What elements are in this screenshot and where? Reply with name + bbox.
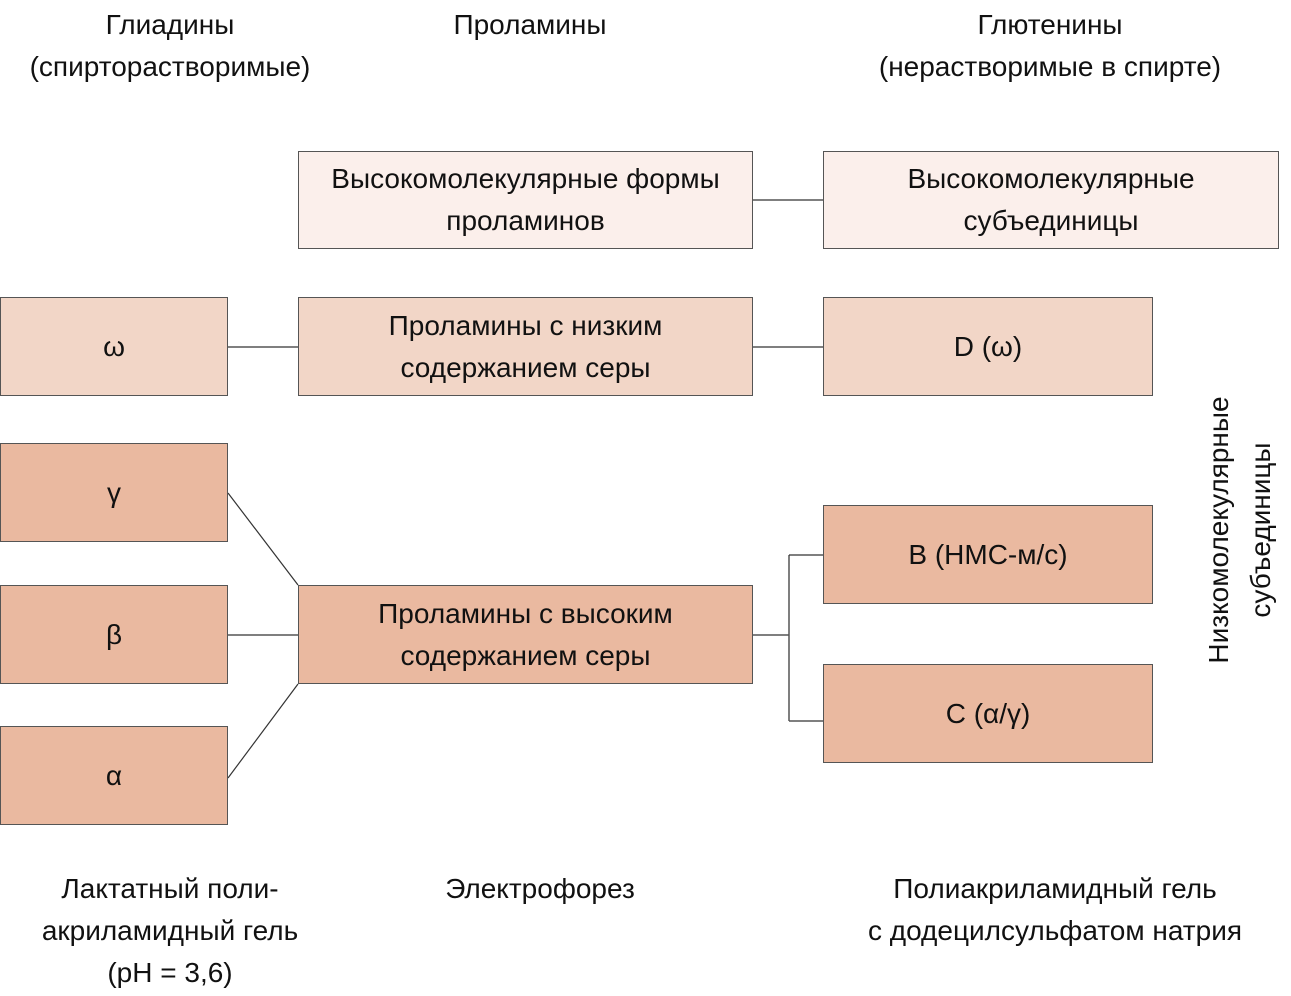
- box-hmw-prolamins-line1: Высокомолекулярные формы: [331, 163, 720, 194]
- box-omega-gliadin: ω: [0, 297, 228, 396]
- box-hmw-subunits-line2: субъединицы: [963, 205, 1139, 236]
- box-hmw-subunits-line1: Высокомолекулярные: [907, 163, 1195, 194]
- box-c-alpha-gamma: C (α/γ): [823, 664, 1153, 763]
- side-label-line1: Низкомолекулярные: [1203, 396, 1234, 664]
- link-gamma-to-high-sulfur: [227, 492, 299, 586]
- footer-left-line1: Лактатный поли-: [61, 873, 279, 904]
- box-low-sulfur-line1: Проламины с низким: [388, 309, 663, 341]
- box-hmw-prolamins: Высокомолекулярные формы проламинов: [298, 151, 753, 249]
- link-alpha-to-high-sulfur: [227, 683, 299, 779]
- side-label-lmw-subunits: Низкомолекулярные субъединицы: [1198, 360, 1282, 700]
- footer-right-line2: с додецилсульфатом натрия: [867, 915, 1243, 946]
- box-low-sulfur-line2: содержанием серы: [400, 351, 651, 383]
- header-gliadins: Глиадины (спирторастворимые): [0, 4, 340, 88]
- box-alpha-label: α: [105, 759, 123, 791]
- box-high-sulfur-line1: Проламины с высоким: [378, 597, 673, 629]
- footer-right-line1: Полиакриламидный гель: [893, 873, 1217, 904]
- box-omega-label: ω: [103, 330, 125, 362]
- header-gliadins-subtitle: (спирторастворимые): [29, 51, 311, 82]
- header-gliadins-title: Глиадины: [105, 9, 235, 40]
- box-low-sulfur-prolamins: Проламины с низким содержанием серы: [298, 297, 753, 396]
- header-glutenins-title: Глютенины: [977, 9, 1123, 40]
- footer-left-method: Лактатный поли- акриламидный гель (pH = …: [0, 868, 340, 994]
- header-glutenins: Глютенины (нерастворимые в спирте): [830, 4, 1270, 88]
- footer-left-line2: акриламидный гель: [41, 915, 299, 946]
- footer-left-line3: (pH = 3,6): [107, 957, 233, 988]
- box-b-lmw: B (НМС-м/с): [823, 505, 1153, 604]
- header-glutenins-subtitle: (нерастворимые в спирте): [878, 51, 1222, 82]
- header-prolamins: Проламины: [380, 4, 680, 46]
- footer-center-line1: Электрофорез: [445, 873, 635, 904]
- box-gamma-label: γ: [107, 476, 121, 508]
- footer-center-method: Электрофорез: [390, 868, 690, 910]
- box-beta-gliadin: β: [0, 585, 228, 684]
- box-high-sulfur-prolamins: Проламины с высоким содержанием серы: [298, 585, 753, 684]
- header-prolamins-title: Проламины: [453, 9, 607, 40]
- box-hmw-prolamins-line2: проламинов: [446, 205, 605, 236]
- box-alpha-gliadin: α: [0, 726, 228, 825]
- box-d-omega: D (ω): [823, 297, 1153, 396]
- box-hmw-subunits: Высокомолекулярные субъединицы: [823, 151, 1279, 249]
- box-c-alpha-gamma-label: C (α/γ): [945, 697, 1031, 729]
- box-d-omega-label: D (ω): [953, 330, 1023, 362]
- side-label-line2: субъединицы: [1245, 442, 1276, 618]
- footer-right-method: Полиакриламидный гель с додецилсульфатом…: [820, 868, 1290, 952]
- box-gamma-gliadin: γ: [0, 443, 228, 542]
- box-beta-label: β: [105, 618, 123, 650]
- box-b-lmw-label: B (НМС-м/с): [908, 538, 1068, 570]
- box-high-sulfur-line2: содержанием серы: [400, 639, 651, 671]
